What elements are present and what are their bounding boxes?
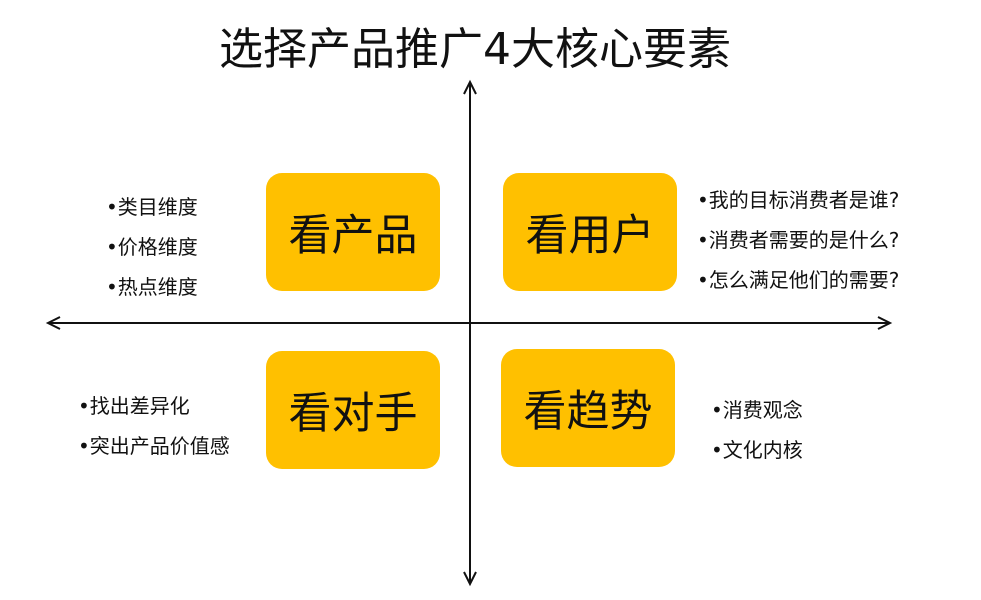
bullet-item: •消费者需要的是什么? [697,228,900,252]
bullet-item: •热点维度 [106,275,198,299]
bullet-item: •文化内核 [711,438,803,462]
horizontal-axis-right-arrowhead [877,316,893,330]
vertical-axis-bottom-arrowhead [463,571,477,587]
bullet-item: •突出产品价值感 [78,434,230,458]
bullet-item: •我的目标消费者是谁? [697,188,900,212]
bullet-item: •怎么满足他们的需要? [697,268,900,292]
quadrant-box-top-right: 看用户 [503,173,677,291]
bullet-item: •类目维度 [106,195,198,219]
bullet-item: •价格维度 [106,235,198,259]
bullet-list-bottom-right: •消费观念 •文化内核 [711,390,803,470]
vertical-axis-top-arrowhead [463,79,477,95]
quadrant-box-top-left: 看产品 [266,173,440,291]
horizontal-axis-left-arrowhead [45,316,61,330]
diagram-title: 选择产品推广4大核心要素 [219,24,731,75]
bullet-list-top-left: •类目维度 •价格维度 •热点维度 [106,187,198,307]
bullet-list-bottom-left: •找出差异化 •突出产品价值感 [78,386,230,466]
quadrant-box-bottom-right: 看趋势 [501,349,675,467]
quadrant-box-bottom-left: 看对手 [266,351,440,469]
bullet-item: •找出差异化 [78,394,190,418]
bullet-item: •消费观念 [711,398,803,422]
bullet-list-top-right: •我的目标消费者是谁? •消费者需要的是什么? •怎么满足他们的需要? [697,180,899,300]
